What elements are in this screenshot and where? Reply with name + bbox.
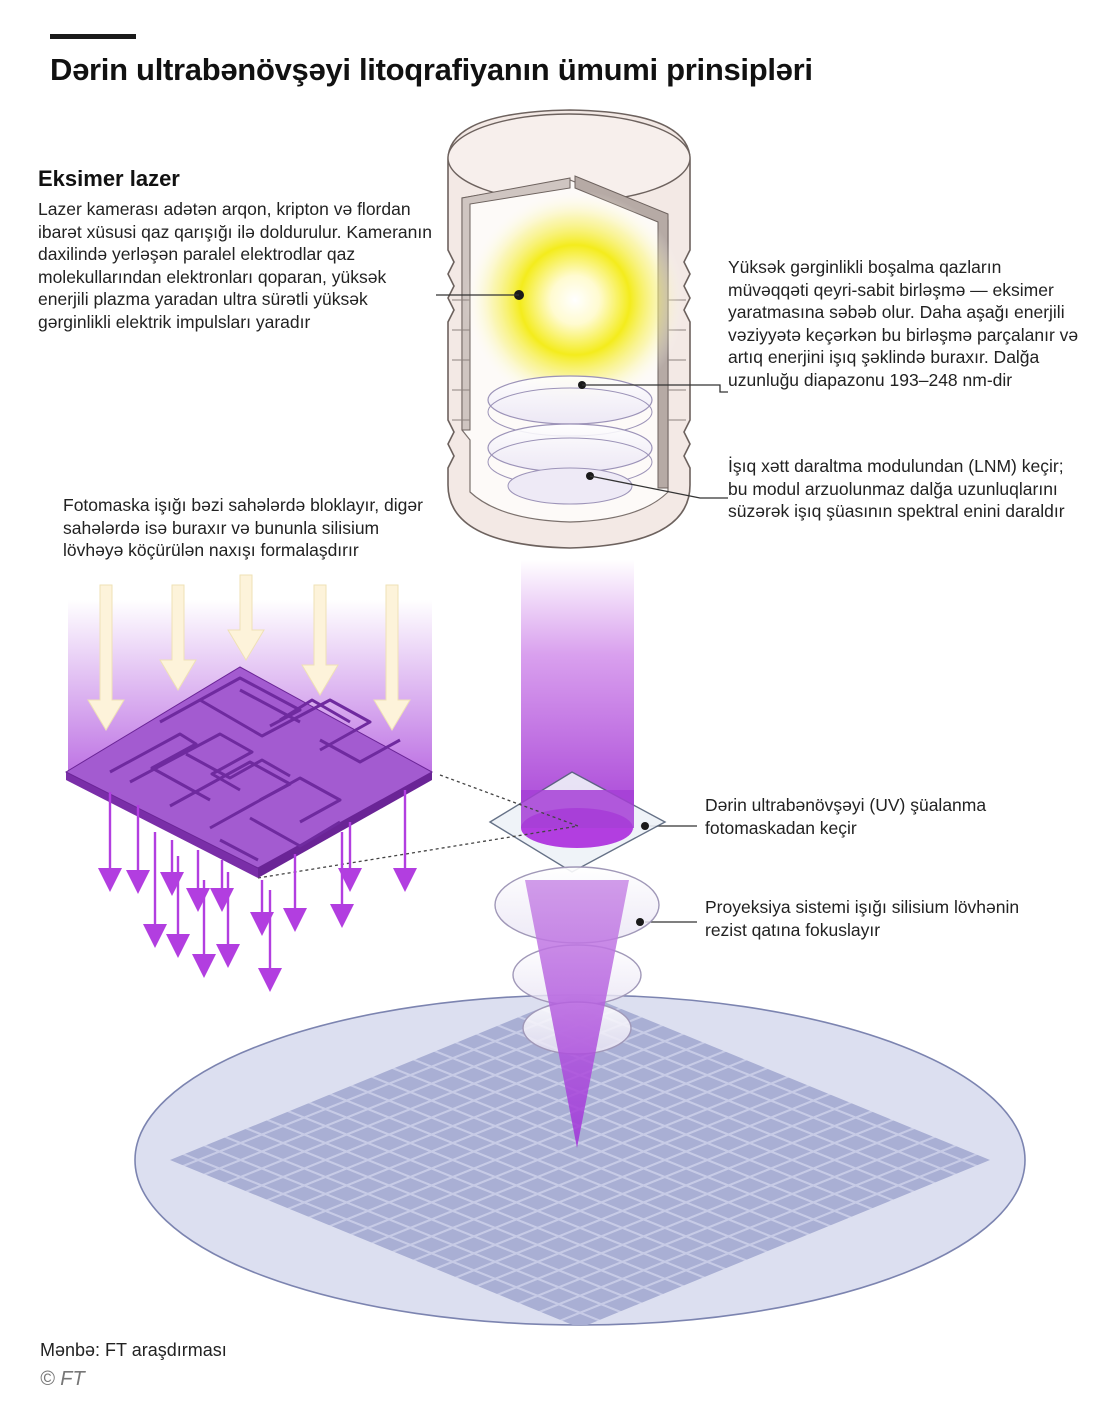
maze-pattern <box>109 676 401 862</box>
silicon-wafer <box>134 994 1026 1326</box>
laser-description: Lazer kamerası adətən arqon, kripton və … <box>38 199 432 332</box>
laser-heading: Eksimer lazer <box>38 166 180 191</box>
uv-callout: Dərin ultrabənövşəyi (UV) şüalanma fotom… <box>705 795 987 838</box>
projection-system <box>494 822 660 1148</box>
transmitted-light-arrows <box>98 790 417 992</box>
photomask-large <box>64 574 434 992</box>
projection-callout: Proyeksiya sistemi işığı silisium lövhən… <box>705 897 1020 940</box>
page-title: Dərin ultrabənövşəyi litoqrafiyanın ümum… <box>50 52 813 87</box>
callout-dot-projection <box>636 918 644 926</box>
line-narrowing-module-lenses <box>487 375 653 505</box>
excimer-laser-housing <box>447 109 691 549</box>
callout-dot-uv <box>641 822 649 830</box>
title-rule <box>50 34 136 39</box>
incoming-light-arrows <box>87 574 411 731</box>
lnm-callout: İşıq xətt daraltma modulundan (LNM) keçi… <box>728 456 1065 521</box>
discharge-callout: Yüksək gərginlikli boşalma qazların müvə… <box>728 257 1079 390</box>
copyright: © FT <box>40 1368 85 1390</box>
photomask-small <box>488 771 667 873</box>
zoom-line-bottom <box>257 825 579 879</box>
laser-light-source <box>465 190 685 410</box>
focused-beam <box>525 880 629 1148</box>
zoom-line-top <box>439 774 579 827</box>
source-note: Mənbə: FT araşdırması <box>40 1340 227 1360</box>
photomask-callout: Fotomaska işığı bəzi sahələrdə bloklayır… <box>63 495 423 560</box>
